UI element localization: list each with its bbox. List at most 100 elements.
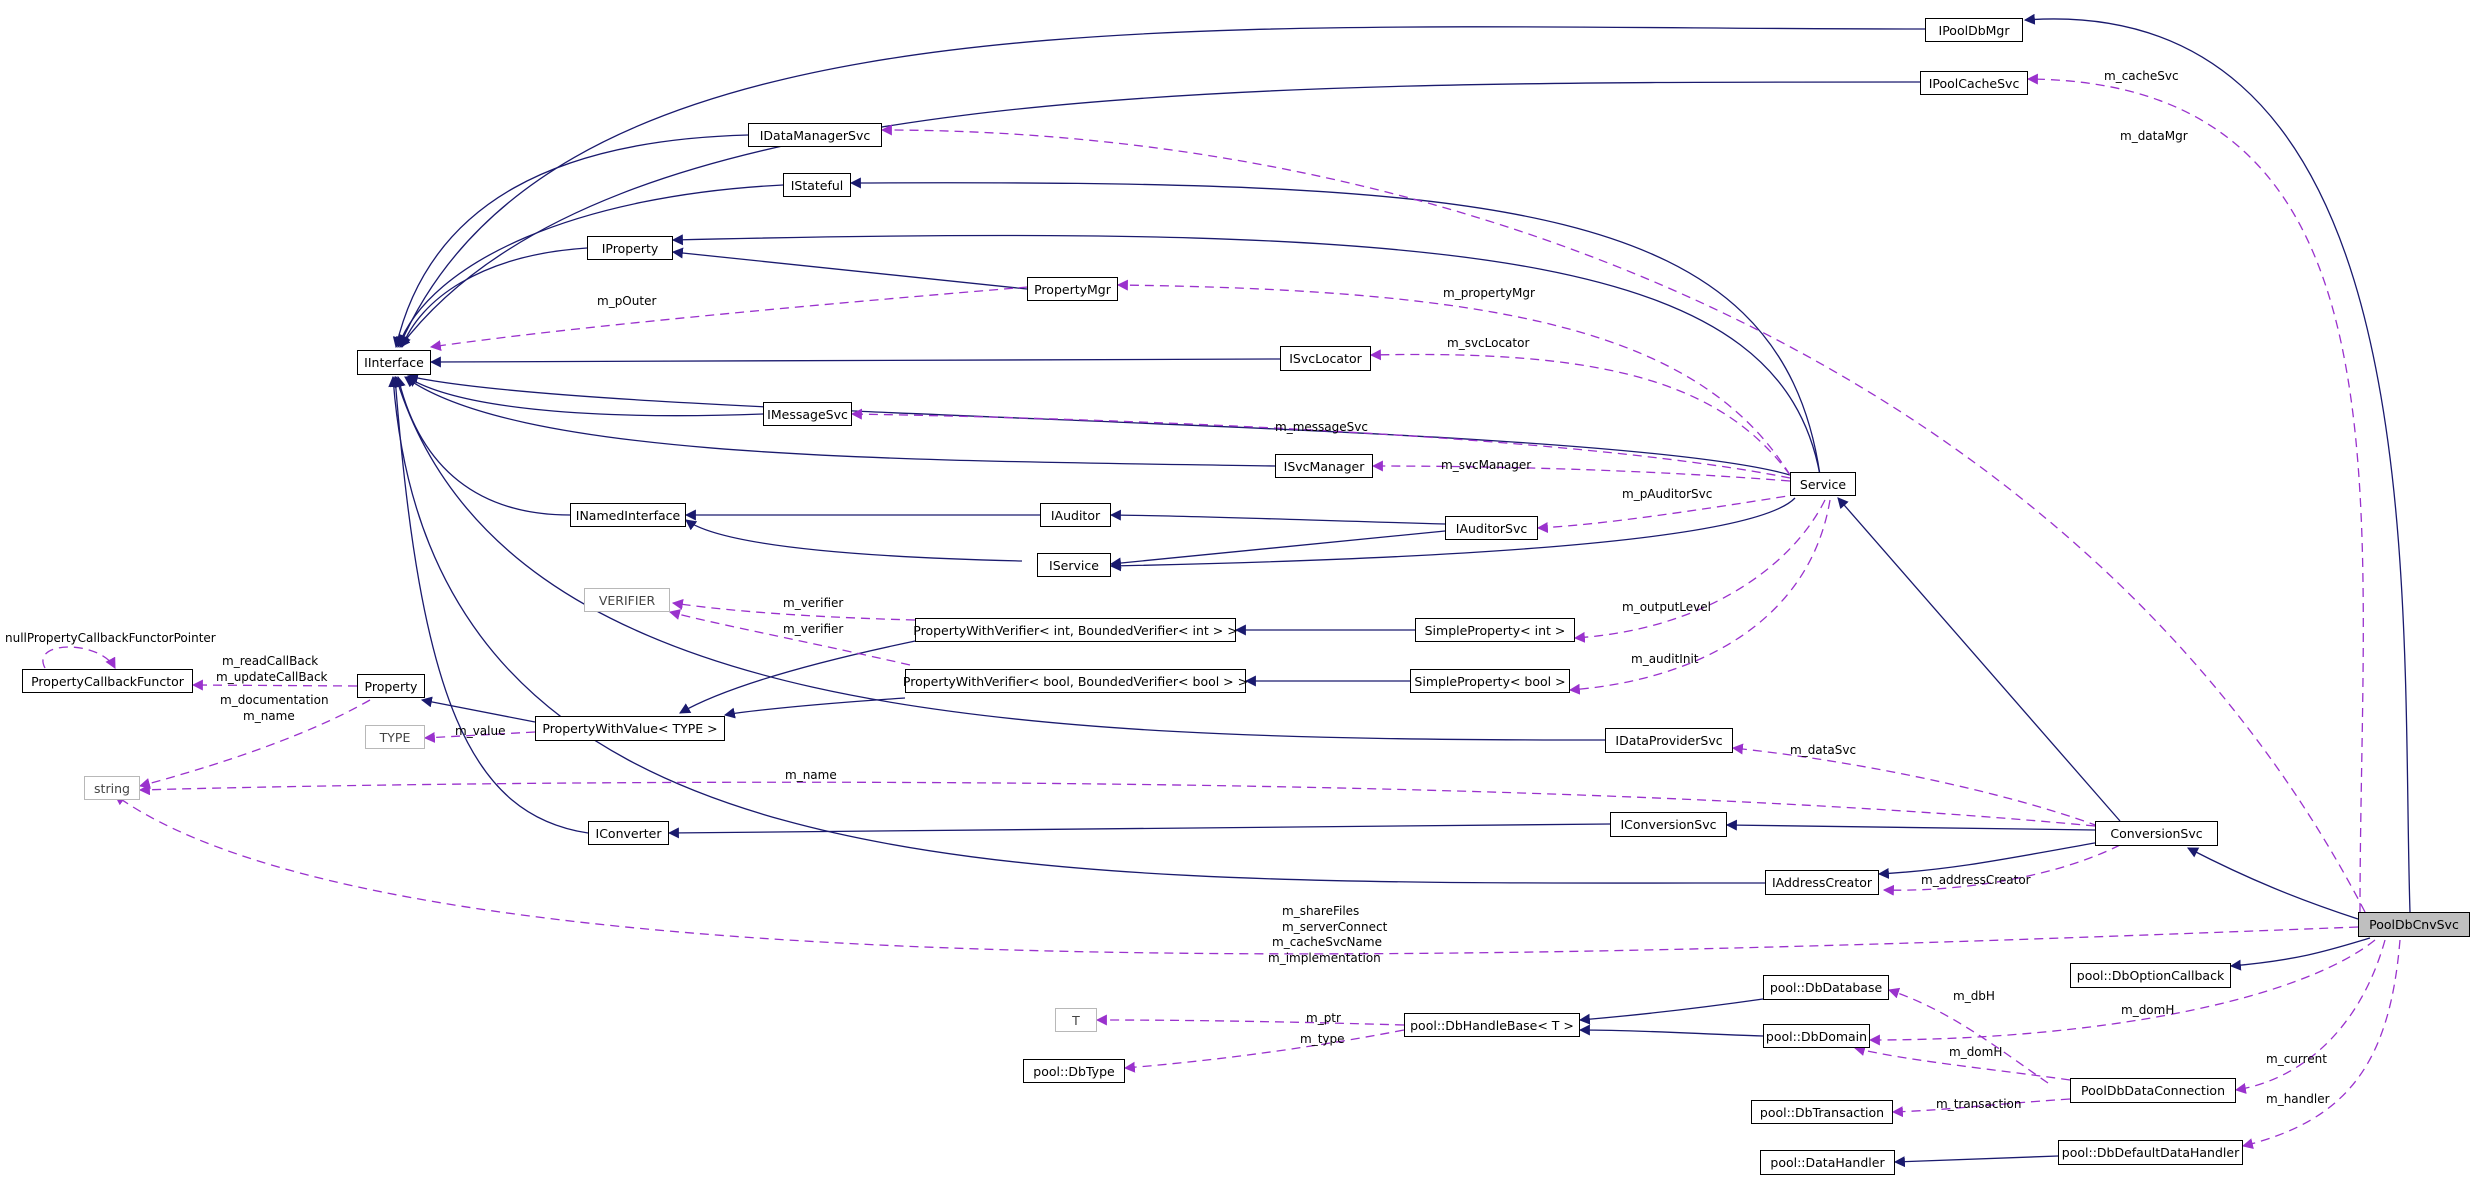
edge-pooldbcnvsvc-dboptioncallback: [2229, 937, 2371, 971]
class-service[interactable]: Service: [1790, 472, 1856, 496]
edge-label-updatecallback: m_updateCallBack: [216, 670, 328, 684]
edge-label-svcmanager: m_svcManager: [1441, 458, 1531, 472]
edge-propertymgr-iproperty: [671, 247, 1028, 290]
edge-verifier2: [668, 609, 911, 666]
edge-conversionsvc-iaddresscreator: [1877, 841, 2101, 879]
edge-ipooldbmgr-iinterface: [398, 26, 1926, 347]
edge-svclocator: [1369, 349, 1791, 476]
class-string[interactable]: string: [84, 776, 140, 800]
edge-pwvbool-propertywithvalue: [723, 697, 906, 719]
class-idataprovidersvc[interactable]: IDataProviderSvc: [1605, 728, 1733, 753]
edge-imessagesvc-iinterface: [406, 376, 764, 417]
class-simpleproperty-int[interactable]: SimpleProperty< int >: [1415, 618, 1575, 642]
edge-datasvc: [1731, 743, 2099, 827]
edge-iauditorsvc-iservice: [1109, 530, 1446, 569]
edge-label-transaction: m_transaction: [1936, 1097, 2021, 1111]
class-idatamanagersvc[interactable]: IDataManagerSvc: [748, 123, 882, 147]
edge-idatamanagersvc-iinterface: [392, 134, 749, 349]
class-dboptioncallback[interactable]: pool::DbOptionCallback: [2070, 963, 2231, 988]
class-ipoolcachesvc[interactable]: IPoolCacheSvc: [1920, 71, 2028, 95]
edge-iauditorsvc-iauditor: [1109, 509, 1446, 525]
edge-current: [2234, 939, 2386, 1094]
edge-datamgr: [880, 124, 2366, 913]
class-propertywithverifier-bool[interactable]: PropertyWithVerifier< bool, BoundedVerif…: [903, 669, 1248, 693]
class-pooldbdataconnection[interactable]: PoolDbDataConnection: [2070, 1078, 2236, 1103]
edge-label-pouter: m_pOuter: [597, 294, 656, 308]
edge-label-verifier2: m_verifier: [783, 622, 843, 636]
edge-service-iproperty: [671, 234, 1821, 476]
class-dbtransaction[interactable]: pool::DbTransaction: [1751, 1100, 1893, 1124]
edge-transaction: [1891, 1098, 2071, 1118]
class-simpleproperty-bool[interactable]: SimpleProperty< bool >: [1410, 669, 1570, 693]
edge-iaddresscreator-iinterface: [388, 375, 1766, 884]
class-iproperty[interactable]: IProperty: [587, 236, 673, 260]
class-iaddresscreator[interactable]: IAddressCreator: [1765, 870, 1879, 895]
edge-handler: [2241, 939, 2401, 1150]
edge-idataprovidersvc-iinterface: [393, 375, 1606, 741]
edge-label-svclocator: m_svcLocator: [1447, 336, 1529, 350]
edge-domh1: [1868, 939, 2376, 1046]
class-propertywithverifier-int[interactable]: PropertyWithVerifier< int, BoundedVerifi…: [913, 618, 1238, 642]
class-propertywithvalue[interactable]: PropertyWithValue< TYPE >: [535, 716, 725, 741]
edge-iproperty-iinterface: [400, 247, 588, 349]
edge-addresscreator: [1882, 844, 2121, 896]
class-iconversionsvc[interactable]: IConversionSvc: [1610, 812, 1727, 837]
class-conversionsvc[interactable]: ConversionSvc: [2095, 821, 2218, 846]
class-dbdomain[interactable]: pool::DbDomain: [1763, 1024, 1870, 1048]
class-inamedinterface[interactable]: INamedInterface: [570, 503, 686, 527]
class-dbtype[interactable]: pool::DbType: [1023, 1059, 1125, 1083]
class-iinterface[interactable]: IInterface: [357, 350, 431, 375]
edge-label-propertymgr: m_propertyMgr: [1443, 286, 1535, 300]
class-propertymgr[interactable]: PropertyMgr: [1027, 277, 1118, 301]
class-istateful[interactable]: IStateful: [783, 173, 851, 197]
class-pooldbcnvsvc[interactable]: PoolDbCnvSvc: [2358, 912, 2470, 937]
class-imessagesvc[interactable]: IMessageSvc: [763, 402, 852, 426]
class-dbhandlebase[interactable]: pool::DbHandleBase< T >: [1404, 1013, 1580, 1037]
edge-label-value: m_value: [455, 724, 505, 738]
edge-label-addresscreator: m_addressCreator: [1921, 873, 2031, 887]
edge-nullpropertycallback: [42, 646, 116, 669]
edge-label-domh1: m_domH: [2121, 1003, 2174, 1017]
class-dbdatabase[interactable]: pool::DbDatabase: [1763, 975, 1889, 1000]
class-iauditorsvc[interactable]: IAuditorSvc: [1445, 516, 1538, 540]
class-isvcmanager[interactable]: ISvcManager: [1275, 454, 1373, 478]
edge-propertywithvalue-property: [420, 696, 536, 723]
edge-pooldbcnvsvc-conversionsvc: [2187, 847, 2359, 920]
class-isvclocator[interactable]: ISvcLocator: [1280, 346, 1371, 371]
edge-label-cachesvc: m_cacheSvc: [2104, 69, 2179, 83]
class-datahandler[interactable]: pool::DataHandler: [1760, 1150, 1895, 1175]
class-ipooldbmgr[interactable]: IPoolDbMgr: [1925, 18, 2023, 42]
edge-conversionsvc-service: [1837, 497, 2121, 822]
edge-label-name2: m_name: [785, 768, 837, 782]
edge-label-outputlevel: m_outputLevel: [1622, 600, 1711, 614]
edge-label-sharefiles: m_shareFiles: [1282, 904, 1359, 918]
edge-pooldbcnvsvc-string: [114, 794, 2359, 955]
edge-ptr: [1095, 1014, 1405, 1026]
edge-name2: [138, 781, 2096, 827]
class-iservice[interactable]: IService: [1037, 553, 1111, 577]
edge-label-datamgr: m_dataMgr: [2120, 129, 2188, 143]
edge-service-istateful: [849, 177, 1821, 476]
edge-outputlevel: [1573, 499, 1826, 643]
class-t[interactable]: T: [1055, 1008, 1097, 1032]
class-type[interactable]: TYPE: [365, 725, 425, 749]
edge-type: [1123, 1029, 1405, 1073]
edge-service-iinterface: [406, 372, 1791, 476]
edge-isvclocator-iinterface: [429, 356, 1281, 368]
edge-property-string: [138, 699, 371, 789]
edge-callbacks: [191, 679, 358, 691]
edge-ipoolcachesvc-iinterface: [399, 81, 1921, 348]
class-propertycallbackfunctor[interactable]: PropertyCallbackFunctor: [22, 669, 193, 693]
edge-label-datasvc: m_dataSvc: [1790, 743, 1856, 757]
class-verifier[interactable]: VERIFIER: [584, 588, 670, 612]
class-iconverter[interactable]: IConverter: [588, 821, 669, 845]
class-iauditor[interactable]: IAuditor: [1040, 503, 1111, 527]
edge-istateful-iinterface: [396, 184, 784, 349]
class-dbdefaultdatahandler[interactable]: pool::DbDefaultDataHandler: [2058, 1140, 2243, 1165]
edge-service-iservice: [1109, 497, 1796, 572]
class-property[interactable]: Property: [357, 674, 425, 698]
edge-label-serverconnect: m_serverConnect: [1282, 920, 1388, 934]
edge-label-documentation: m_documentation: [220, 693, 329, 707]
